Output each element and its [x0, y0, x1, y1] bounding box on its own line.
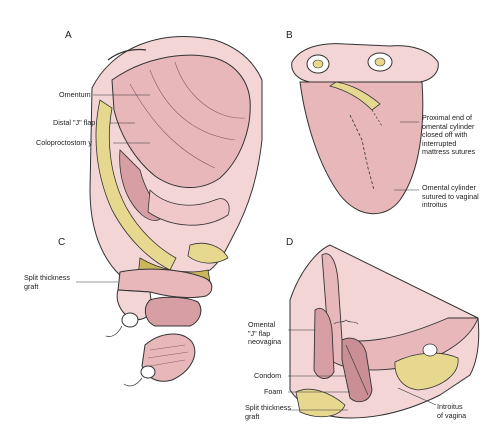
label-omental-cylinder: Omental cylinder sutured to vaginal intr…: [422, 183, 479, 210]
panel-c-letter: C: [58, 237, 66, 248]
panel-b-letter: B: [286, 30, 293, 41]
label-split-thickness-graft-d: Split thickness graft: [245, 403, 291, 421]
panel-b-illustration: [291, 43, 439, 215]
label-distal-j-flap: Distal "J" flap: [53, 118, 96, 127]
panel-a-letter: A: [65, 30, 72, 41]
label-omentum: Omentum: [59, 90, 91, 99]
label-foam: Foam: [264, 387, 283, 396]
panel-d-letter: D: [286, 237, 294, 248]
label-proximal-end: Proximal end of omental cylinder closed …: [422, 113, 476, 157]
label-condom: Condom: [254, 371, 282, 380]
label-omental-j-flap-neovagina: Omental "J" flap neovagina: [248, 320, 282, 347]
label-split-thickness-graft-c: Split thickness graft: [24, 273, 70, 291]
label-introitus-of-vagina: Introitus of vagina: [437, 402, 467, 420]
label-coloproctostomy: Coloproctostom y: [36, 138, 92, 147]
panel-c-illustration: [105, 268, 213, 387]
panel-a-illustration: [89, 36, 263, 290]
